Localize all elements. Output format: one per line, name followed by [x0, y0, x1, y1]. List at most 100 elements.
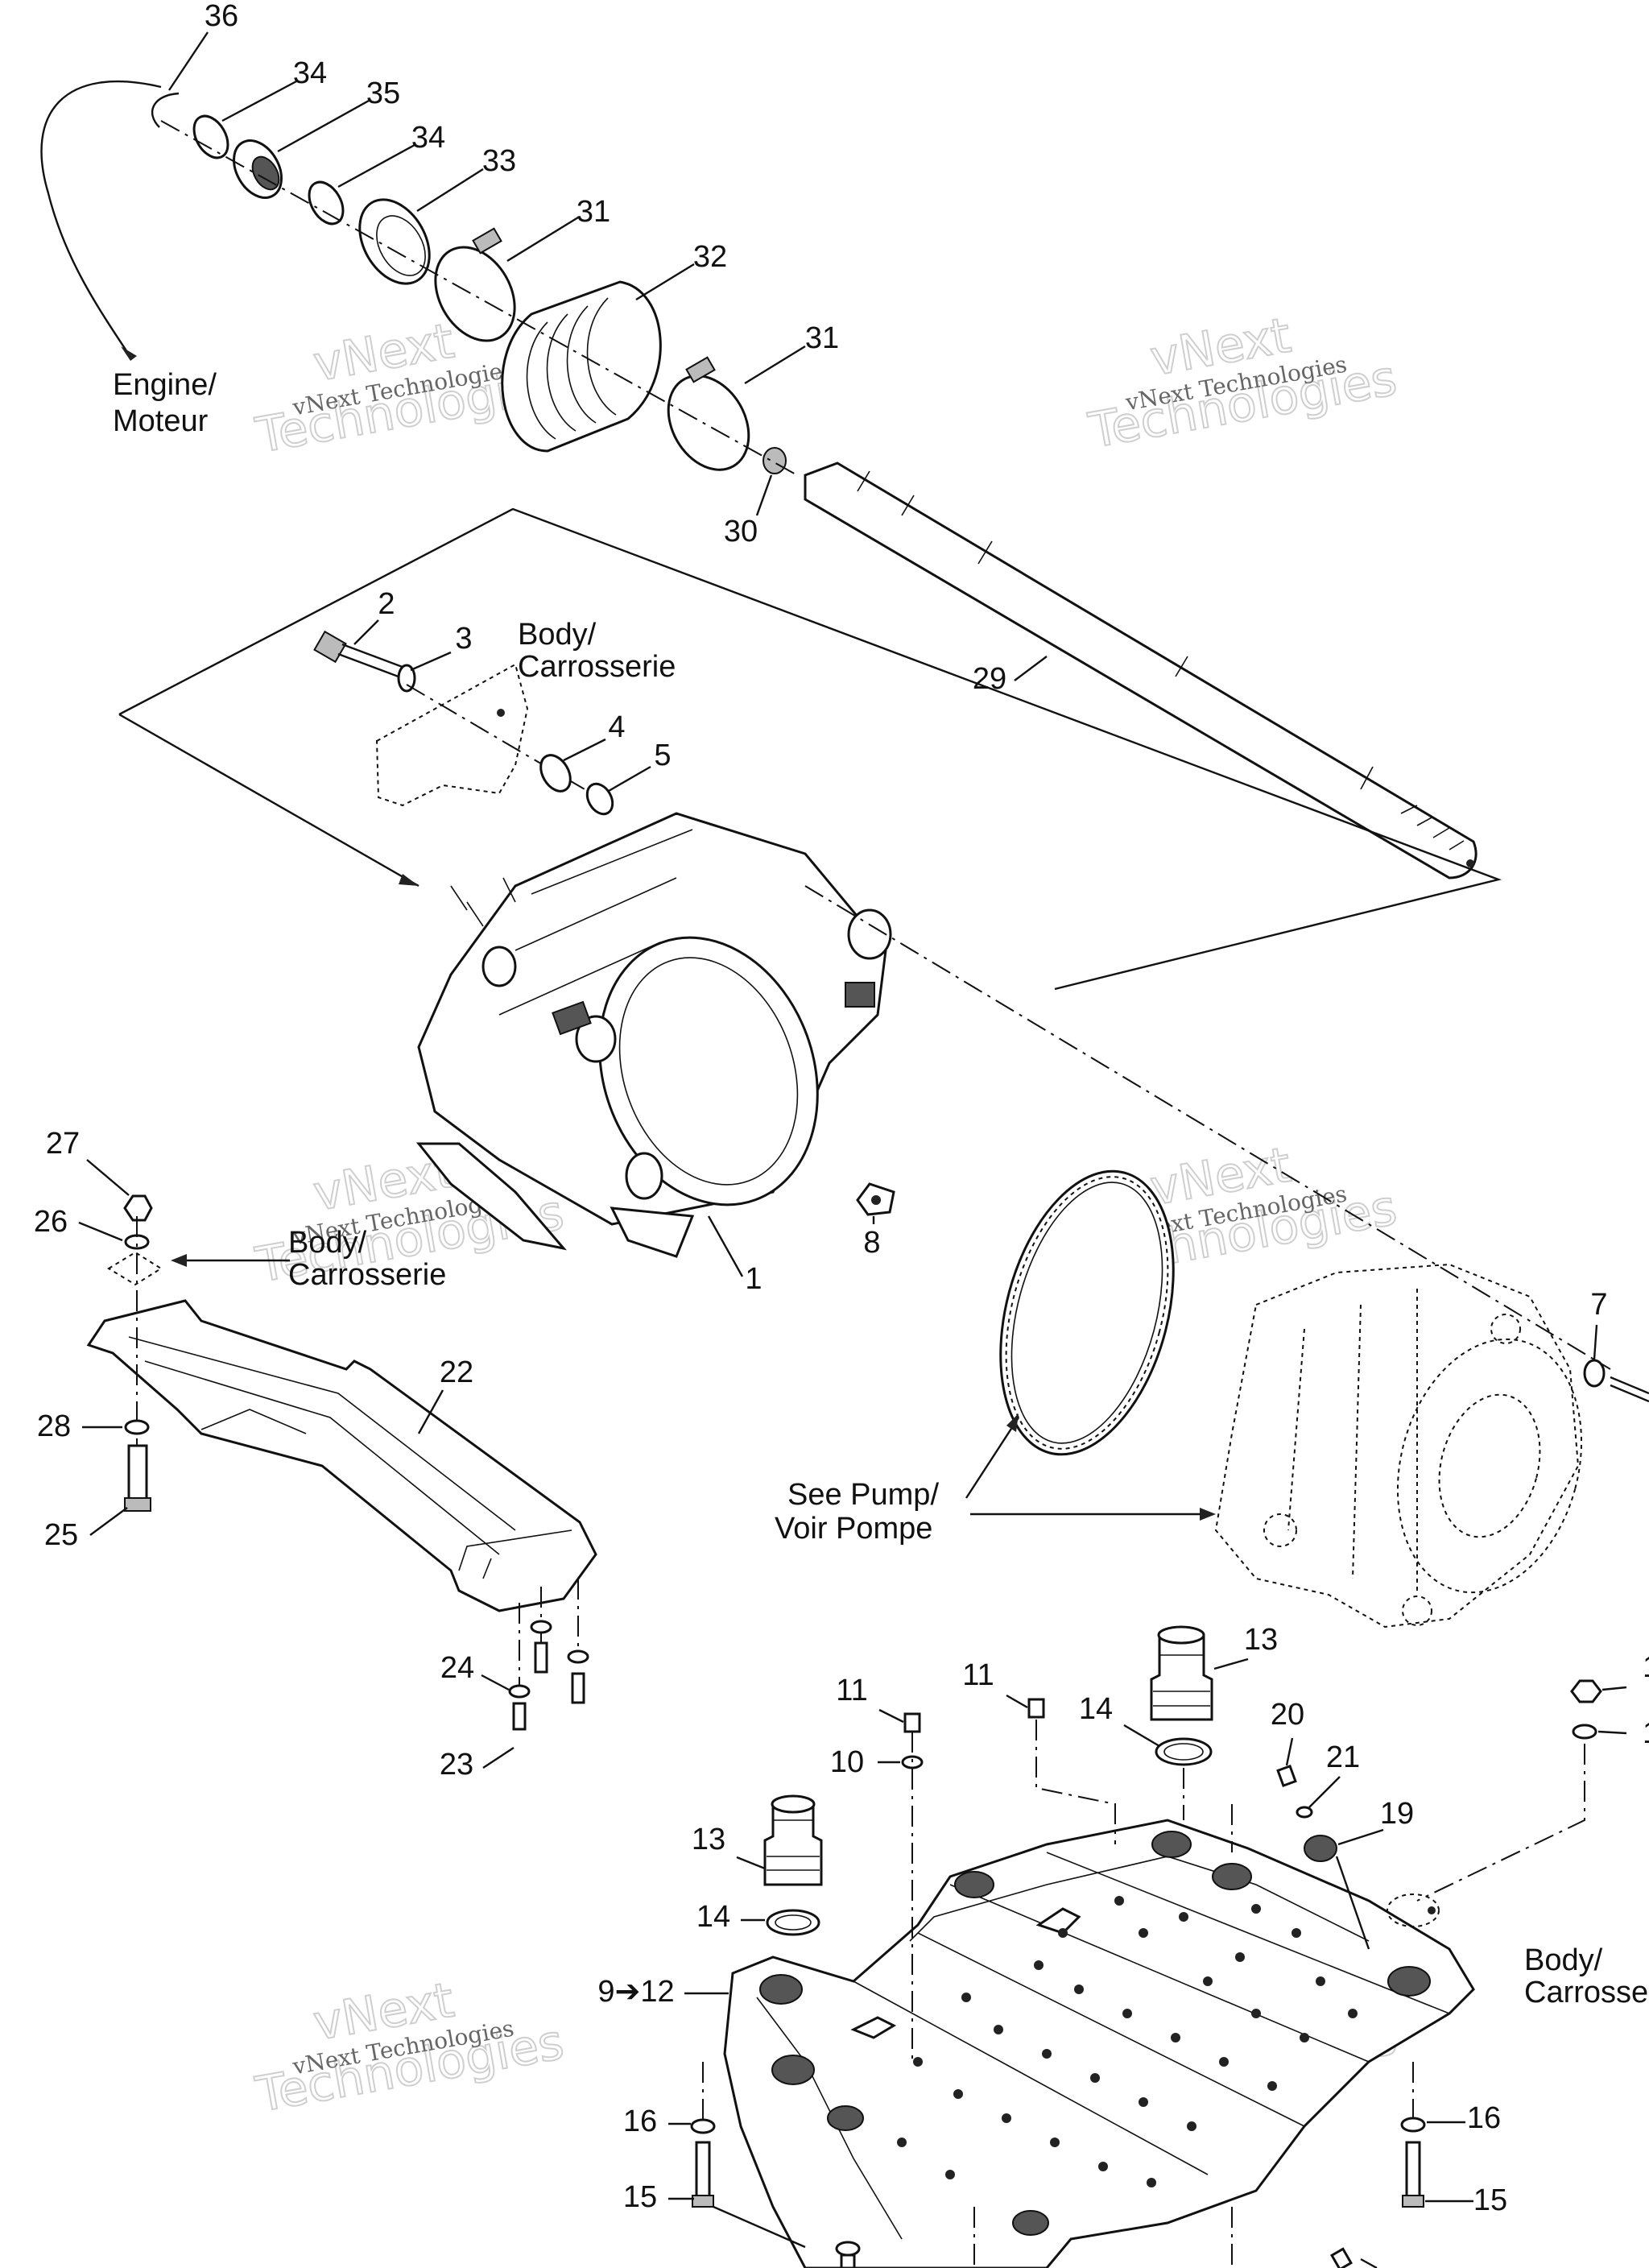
clamp-31-lower: [667, 375, 750, 471]
assembly-arrow-head: [399, 874, 419, 886]
lead-15-left-extra: [713, 2205, 806, 2249]
clamp-31-upper: [434, 246, 516, 342]
callout-5: 5: [654, 739, 671, 772]
clamp-31-lower-screw: [685, 356, 716, 383]
screw-11-right: [1027, 1698, 1045, 1719]
callout-17: 17: [1643, 1650, 1649, 1684]
callout-21: 21: [1326, 1740, 1360, 1774]
jet-pump-outline: [1214, 1263, 1583, 1629]
engine-note-line2: Moteur: [113, 404, 209, 438]
wear-ring-inner: [1010, 1182, 1163, 1444]
callout-20: 20: [1271, 1698, 1304, 1732]
o-ring-34-lower: [308, 180, 345, 226]
fitting-13-left: [763, 1802, 823, 1886]
bolt-2-shank: [337, 643, 407, 680]
center-line-bolt: [406, 684, 613, 806]
callout-31: 31: [577, 195, 610, 229]
o-ring-14-right-inner: [1163, 1743, 1204, 1761]
fitting-13-right: [1150, 1633, 1213, 1721]
callout-1: 1: [745, 1262, 762, 1296]
callout-10: 10: [830, 1745, 864, 1779]
callout-34: 34: [411, 121, 445, 155]
ride-plate-holes: [897, 1896, 1358, 2187]
drive-shaft-29-end: [1466, 859, 1474, 867]
bolt-15-mid: [840, 2254, 856, 2268]
callout-13: 13: [692, 1823, 725, 1856]
body-outline-1: [375, 663, 529, 807]
pump-note-line1: See Pump/: [787, 1478, 939, 1512]
cross-member-22-flange: [458, 1529, 572, 1579]
center-line-nut-17: [1416, 1744, 1585, 1902]
washer-21: [1296, 1806, 1313, 1819]
callout-18: 18: [1643, 1716, 1649, 1750]
washer-7: [1583, 1359, 1606, 1388]
screw-20: [1276, 1764, 1297, 1788]
callout-26: 26: [34, 1205, 68, 1239]
assembly-frame-lines: [118, 507, 1502, 991]
ring-33-inner: [376, 215, 426, 276]
callout-3: 3: [455, 622, 472, 656]
callout-7: 7: [1590, 1288, 1607, 1322]
callout-23: 23: [440, 1748, 473, 1782]
callout-34: 34: [293, 56, 327, 90]
callout-25: 25: [44, 1518, 78, 1552]
screw-11-left: [903, 1712, 921, 1733]
bolt-25-head: [124, 1497, 151, 1512]
washer-16-mid: [835, 2241, 861, 2257]
callout-11: 11: [962, 1658, 994, 1692]
callout-27: 27: [46, 1127, 80, 1161]
callout-35: 35: [366, 77, 400, 110]
fitting-13-right-top: [1157, 1625, 1205, 1645]
bolt-15-right: [1405, 2141, 1421, 2200]
seal-carrier-35-hub: [251, 155, 280, 191]
nut-17: [1570, 1679, 1602, 1703]
body-arrow-head: [171, 1254, 187, 1267]
body-note-3-line2: Carrosse: [1524, 1976, 1648, 2009]
ring-33: [358, 198, 431, 285]
bolt-23c: [571, 1672, 585, 1704]
assembly-arrow-line: [118, 713, 419, 888]
bolt-15-right-head: [1402, 2195, 1424, 2208]
center-line-coupler: [160, 120, 798, 476]
callout-32: 32: [693, 240, 727, 274]
body-note-2-line1: Body/: [288, 1226, 367, 1260]
body-note-2-line2: Carrosserie: [288, 1258, 446, 1292]
washer-24b: [530, 1620, 552, 1634]
callout-36: 36: [205, 0, 238, 33]
drive-shaft-29-splines: [1400, 805, 1465, 850]
fitting-13-right-ribs: [1153, 1654, 1210, 1707]
pump-lead-wear-ring-head: [1006, 1413, 1019, 1432]
pump-note-line2: Voir Pompe: [775, 1512, 932, 1546]
callout-29: 29: [973, 662, 1006, 696]
stop-ring-30: [763, 447, 787, 474]
callout-22: 22: [440, 1355, 473, 1389]
body-note-1-line1: Body/: [518, 618, 597, 652]
pump-lead-wear-ring: [965, 1417, 1020, 1499]
clamp-31-upper-screw: [472, 227, 502, 255]
bolt-23b: [534, 1641, 548, 1674]
callout-33: 33: [482, 144, 516, 178]
callout-14: 14: [696, 1900, 730, 1934]
bolt-15-left-head: [692, 2195, 714, 2208]
grommet-19: [1304, 1835, 1337, 1862]
drive-shaft-29-steps: [857, 470, 1374, 790]
callout-numbers: 3634353433313231302923452726187222825242…: [34, 0, 1649, 2217]
engine-arrow-curve: [40, 80, 162, 355]
bolt-15-left: [695, 2141, 711, 2200]
watermark-top-right: vNext Technologies vNext Technologies: [1084, 306, 1402, 460]
pump-support-housing-1: [415, 812, 892, 1258]
cross-member-22-ribs: [128, 1336, 516, 1555]
stud-7: [1610, 1376, 1649, 1403]
callout-28: 28: [37, 1409, 71, 1443]
cross-member-22: [86, 1299, 597, 1612]
nut-27: [123, 1194, 153, 1222]
watermark-bottom-left: vNext Technologies vNext Technologies: [250, 1971, 568, 2124]
fitting-13-left-ribs: [767, 1819, 820, 1871]
screw-bottom-right: [1330, 2247, 1353, 2268]
washer-5: [585, 782, 614, 816]
callout-16: 16: [623, 2105, 657, 2138]
pump-lead-pump-head: [1200, 1508, 1216, 1521]
washer-16-left: [690, 2118, 716, 2134]
